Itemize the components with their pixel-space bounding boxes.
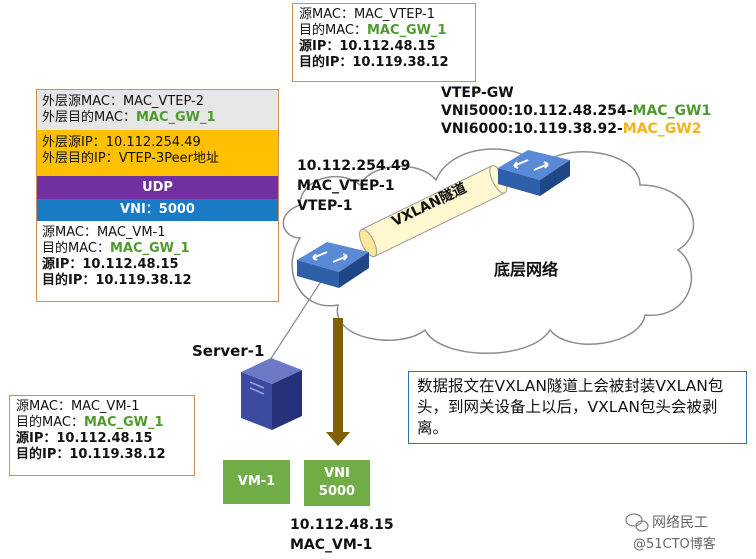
src-mac-line: 源MAC：MAC_VTEP-1 xyxy=(299,7,435,22)
encapsulation-note: 数据报文在VXLAN隧道上会被封装VXLAN包头，到网关设备上以后，VXLAN包… xyxy=(408,371,747,444)
vm1-label: VM-1 xyxy=(237,474,276,489)
vtep1-label: 10.112.254.49 MAC_VTEP-1 VTEP-1 xyxy=(297,158,411,214)
dst-ip-line: 目的IP：10.119.38.12 xyxy=(299,55,449,70)
dst-ip-line: 目的IP：10.119.38.12 xyxy=(16,447,166,462)
vtep1-switch-icon xyxy=(297,242,369,288)
watermark-source: @51CTO博客 xyxy=(633,537,716,552)
wechat-watermark-icon xyxy=(625,513,649,532)
vtep-gw-label: VTEP-GW VNI5000:10.112.48.254-MAC_GW1 VN… xyxy=(441,85,712,137)
inner-frame: 源MAC：MAC_VM-1 目的MAC：MAC_GW_1 源IP：10.112.… xyxy=(42,225,192,288)
vxlan-packet-stack: 外层源MAC：MAC_VTEP-2 外层目的MAC：MAC_GW_1 外层源IP… xyxy=(36,89,279,302)
watermark: 网络民工 xyxy=(652,515,708,531)
src-ip-line: 源IP：10.112.48.15 xyxy=(299,39,436,54)
server-label: Server-1 xyxy=(192,342,265,360)
down-arrow xyxy=(326,318,350,446)
server-icon xyxy=(241,358,302,430)
src-ip-line: 源IP：10.112.48.15 xyxy=(16,431,153,446)
inner-header-box-bottom: 源MAC：MAC_VM-1 目的MAC：MAC_GW_1 源IP：10.112.… xyxy=(9,395,195,476)
vm1-box: VM-1 xyxy=(223,460,290,504)
underlay-network-label: 底层网络 xyxy=(494,260,559,279)
udp-header: UDP xyxy=(37,176,278,199)
vni-label-line1: VNI xyxy=(324,466,350,481)
vm-address-label: 10.112.48.15 MAC_VM-1 xyxy=(290,517,394,553)
vni-box: VNI 5000 xyxy=(304,460,370,506)
inner-header-box-top: 源MAC：MAC_VTEP-1 目的MAC：MAC_GW_1 源IP：10.11… xyxy=(292,3,476,82)
server-link-line xyxy=(269,279,323,361)
src-mac-line: 源MAC：MAC_VM-1 xyxy=(16,399,140,414)
outer-mac-header: 外层源MAC：MAC_VTEP-2 外层目的MAC：MAC_GW_1 xyxy=(37,90,278,130)
vtep-gw-switch-icon xyxy=(498,150,570,196)
vxlan-vni-header: VNI：5000 xyxy=(37,199,278,221)
dst-mac-line: 目的MAC：MAC_GW_1 xyxy=(299,23,447,38)
dst-mac-line: 目的MAC：MAC_GW_1 xyxy=(16,415,164,430)
vni-label-line2: 5000 xyxy=(318,484,356,499)
outer-ip-header: 外层源IP：10.112.254.49 外层目的IP：VTEP-3Peer地址 xyxy=(37,130,278,176)
